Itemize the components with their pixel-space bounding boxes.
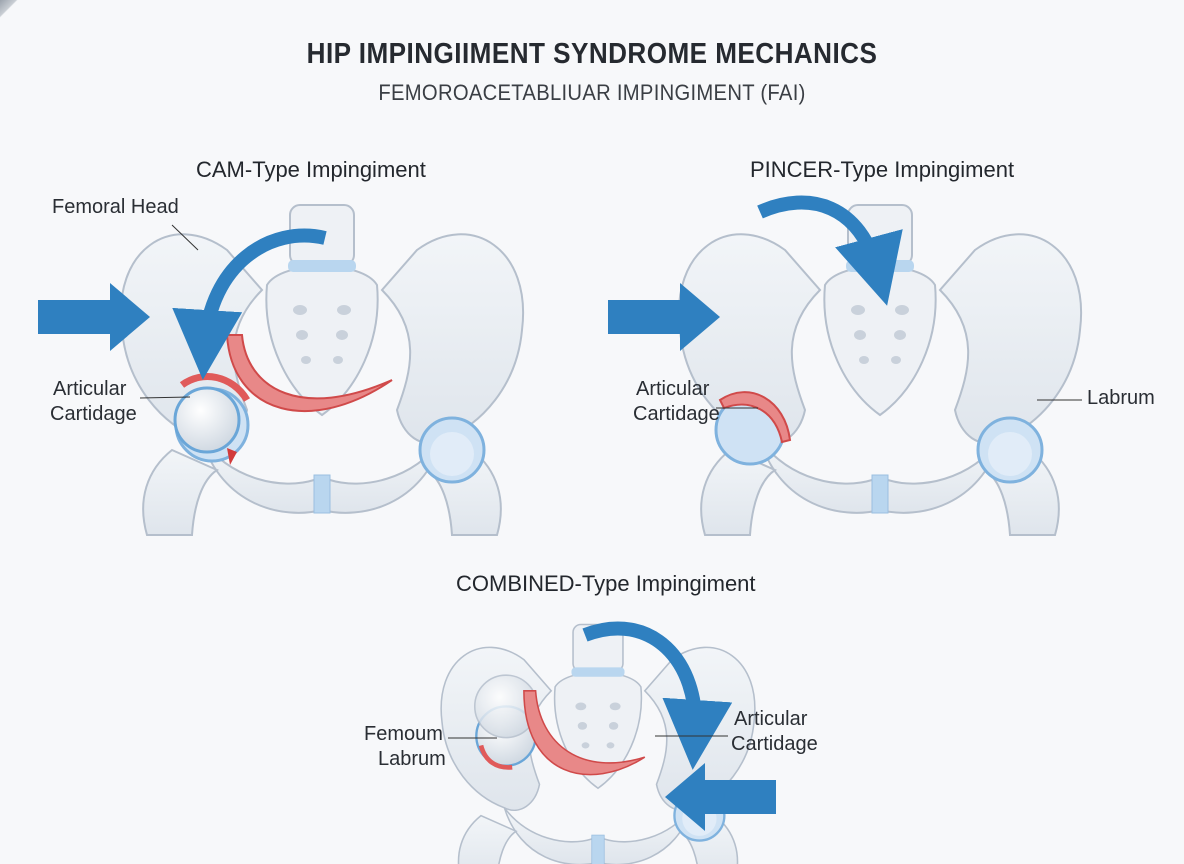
- combined-femoral-label-line1: Femoum: [364, 723, 443, 745]
- cam-articular-label-line1: Articular: [53, 378, 127, 400]
- combined-articular-label-line1: Articular: [734, 708, 808, 730]
- combined-panel-title: COMBINED-Type Impingiment: [456, 571, 756, 596]
- cam-articular-label-line2: Cartidage: [50, 403, 137, 425]
- page-title: HIP IMPINGIIMENT SYNDROME MECHANICS: [306, 38, 878, 70]
- pincer-pelvis: [677, 203, 1083, 537]
- pincer-rotation-arrow: [757, 195, 903, 306]
- cam-rotation-arrow: [172, 228, 327, 380]
- pincer-articular-label-line2: Cartidage: [633, 403, 720, 425]
- cam-push-arrow: [38, 283, 150, 351]
- page-corner-decoration: [0, 0, 18, 18]
- combined-pelvis: [439, 623, 757, 864]
- combined-femoral-label-line2: Labrum: [378, 748, 446, 770]
- cam-panel-title: CAM-Type Impingiment: [196, 157, 426, 182]
- combined-rotation-arrow: [582, 621, 733, 770]
- cam-articular-pointer: [139, 396, 191, 399]
- pincer-labrum-label: Labrum: [1087, 387, 1155, 409]
- page-subtitle: FEMOROACETABLIUAR IMPINGIMENT (FAI): [378, 80, 806, 105]
- pincer-articular-label-line1: Articular: [636, 378, 710, 400]
- pincer-panel-title: PINCER-Type Impingiment: [750, 157, 1015, 182]
- combined-articular-label-line2: Cartidage: [731, 733, 818, 755]
- pincer-push-arrow: [608, 283, 720, 351]
- combined-push-arrow: [665, 763, 776, 831]
- cam-femoral-head-pointer: [171, 224, 199, 251]
- cam-femoral-head-label: Femoral Head: [52, 196, 179, 218]
- cam-pelvis: [119, 203, 525, 537]
